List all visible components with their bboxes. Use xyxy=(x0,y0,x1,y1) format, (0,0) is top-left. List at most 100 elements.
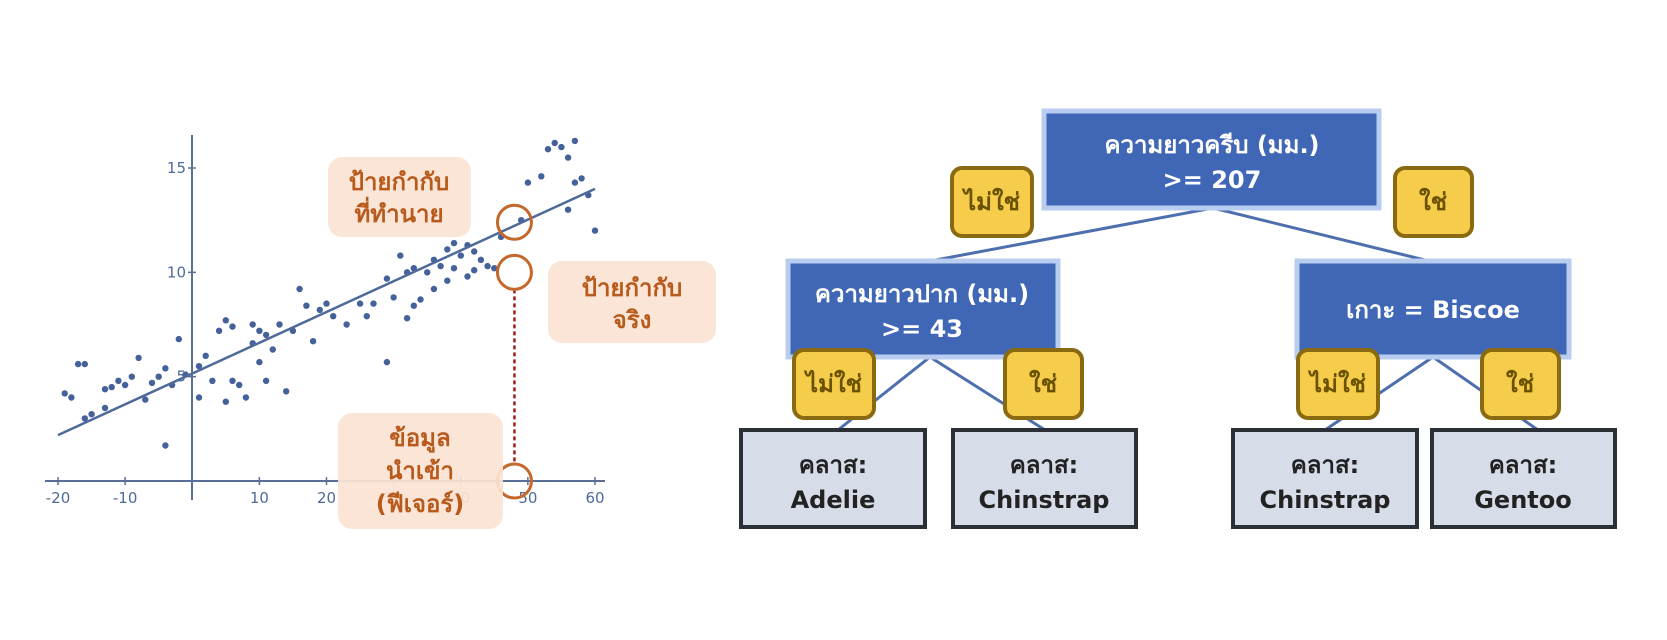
data-point xyxy=(444,277,451,284)
x-tick-label: 60 xyxy=(585,489,604,507)
data-point xyxy=(81,360,89,368)
x-tick-label: -20 xyxy=(46,489,71,507)
data-point xyxy=(330,313,337,320)
data-point xyxy=(276,321,283,328)
data-point xyxy=(424,269,431,276)
data-point xyxy=(128,373,135,380)
actual-label-marker xyxy=(495,253,533,291)
data-point xyxy=(571,137,579,145)
data-point xyxy=(229,377,236,384)
badge-root-yes-label: ใช่ xyxy=(1419,187,1447,216)
data-point xyxy=(74,360,82,368)
data-point xyxy=(558,143,565,151)
data-point xyxy=(236,381,243,389)
data-point xyxy=(564,154,572,161)
data-point xyxy=(222,398,229,405)
data-point xyxy=(410,302,417,309)
data-point xyxy=(303,302,310,309)
data-point xyxy=(249,321,256,328)
data-point xyxy=(68,394,75,401)
data-point xyxy=(437,262,444,270)
data-point xyxy=(544,146,552,153)
badge-left-yes-label: ใช่ xyxy=(1029,369,1057,398)
badge-root-no: ไม่ใช่ xyxy=(950,166,1034,238)
right-split-node: เกาะ = Biscoe xyxy=(1294,258,1572,360)
data-point xyxy=(142,396,149,403)
data-point xyxy=(450,265,458,272)
data-point xyxy=(108,383,115,391)
y-tick-label: 5 xyxy=(176,368,186,386)
data-point xyxy=(464,273,471,280)
data-points xyxy=(61,137,599,449)
data-point xyxy=(195,394,203,401)
data-point xyxy=(484,262,491,270)
badge-left-no-label: ไม่ใช่ xyxy=(803,369,862,398)
data-point xyxy=(323,300,330,307)
data-point xyxy=(101,404,109,412)
data-point xyxy=(88,411,95,418)
data-point xyxy=(538,173,545,180)
data-point xyxy=(316,306,323,314)
predicted-label-marker xyxy=(495,203,533,241)
root-node: ความยาวครีบ (มม.) >= 207 xyxy=(1041,108,1382,211)
leaf-chinstrap-right-line1: คลาส: xyxy=(1291,451,1359,479)
input-callout-line1: ข้อมูล xyxy=(389,424,450,453)
left-node-line2: >= 43 xyxy=(881,315,963,343)
left-split-node: ความยาวปาก (มม.) >= 43 xyxy=(785,258,1061,360)
data-point xyxy=(229,323,236,330)
leaf-gentoo-line1: คลาส: xyxy=(1489,451,1557,479)
data-point xyxy=(135,354,142,362)
x-tick-label: 50 xyxy=(518,489,537,507)
data-point xyxy=(417,296,424,303)
data-point xyxy=(115,377,122,384)
data-point xyxy=(256,358,263,366)
data-point xyxy=(195,363,203,370)
leaf-chinstrap-left: คลาส: Chinstrap xyxy=(951,428,1138,529)
data-point xyxy=(262,377,270,384)
data-point xyxy=(450,239,458,247)
data-point xyxy=(578,175,585,182)
predicted-label-callout: ป้ายกำกับ ที่ทำนาย xyxy=(328,157,471,237)
actual-label-callout: ป้ายกำกับ จริง xyxy=(548,261,716,343)
data-point xyxy=(471,267,478,274)
predicted-callout-line1: ป้ายกำกับ xyxy=(349,168,450,196)
data-point xyxy=(81,415,89,422)
data-point xyxy=(256,327,263,334)
regression-line xyxy=(57,187,596,437)
data-point xyxy=(262,331,270,339)
data-point xyxy=(491,265,498,272)
data-point xyxy=(175,335,182,343)
leaf-adelie-line1: คลาส: xyxy=(799,451,867,479)
leaf-adelie-line2: Adelie xyxy=(791,486,876,514)
data-point xyxy=(571,179,579,186)
data-point xyxy=(397,252,404,259)
leaf-chinstrap-left-line2: Chinstrap xyxy=(979,486,1110,514)
actual-callout-line2: จริง xyxy=(613,306,652,334)
data-point xyxy=(551,139,558,147)
leaf-chinstrap-right-line2: Chinstrap xyxy=(1260,486,1391,514)
badge-right-no-label: ไม่ใช่ xyxy=(1307,369,1366,398)
badge-right-no: ไม่ใช่ xyxy=(1296,348,1380,420)
data-point xyxy=(283,388,290,395)
decision-tree: ความยาวครีบ (มม.) >= 207 ความยาวปาก (มม.… xyxy=(739,108,1617,529)
data-point xyxy=(309,338,317,345)
badge-root-no-label: ไม่ใช่ xyxy=(961,187,1020,216)
data-point xyxy=(444,246,451,253)
data-point xyxy=(457,252,464,259)
data-point xyxy=(222,317,229,324)
data-point xyxy=(155,373,162,380)
leaf-gentoo-line2: Gentoo xyxy=(1474,486,1572,514)
data-point xyxy=(148,379,156,387)
edge-root-left xyxy=(924,206,1214,264)
data-point xyxy=(356,300,364,307)
data-point xyxy=(215,327,223,334)
data-point xyxy=(564,206,572,213)
leaf-gentoo: คลาส: Gentoo xyxy=(1430,428,1617,529)
leaf-chinstrap-left-line1: คลาส: xyxy=(1010,451,1078,479)
data-point xyxy=(430,285,438,293)
data-point xyxy=(383,275,391,282)
y-tick-label: 15 xyxy=(167,159,186,177)
input-callout-line3: (ฟีเจอร์) xyxy=(376,490,465,518)
